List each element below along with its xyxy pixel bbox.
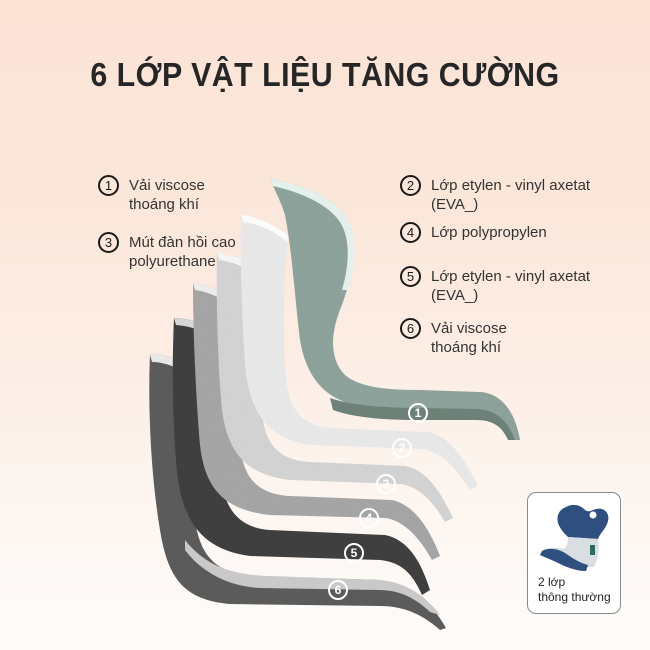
- layer-label-text: Vải viscose thoáng khí: [129, 177, 205, 213]
- layer-4-shape: [193, 283, 440, 560]
- layer-label-text: Vải viscose thoáng khí: [431, 320, 507, 356]
- layer-label-1: 1 Vải viscose thoáng khí: [98, 175, 205, 214]
- layer-number-badge: 6: [400, 318, 421, 339]
- layer-1-shape: [270, 178, 520, 440]
- layer-number-badge: 2: [400, 175, 421, 196]
- layer-label-5: 5 Lớp etylen - vinyl axetat (EVA_): [400, 266, 591, 305]
- comparison-thumbnail: 2 lớp thông thường: [527, 492, 621, 614]
- layer-badge-5: 5: [344, 543, 364, 563]
- layer-badge-2: 2: [392, 438, 412, 458]
- layer-number-badge: 1: [98, 175, 119, 196]
- two-layer-chair-icon: [540, 504, 609, 571]
- layer-badge-1: 1: [408, 403, 428, 423]
- layer-number-badge: 5: [400, 266, 421, 287]
- layer-2-shape: [240, 215, 478, 490]
- layer-badge-3: 3: [376, 474, 396, 494]
- page-title: 6 LỚP VẬT LIỆU TĂNG CƯỜNG: [90, 56, 560, 93]
- layer-badge-4: 4: [359, 508, 379, 528]
- layer-label-6: 6 Vải viscose thoáng khí: [400, 318, 507, 357]
- layer-label-text: Lớp polypropylen: [431, 224, 547, 241]
- layer-badge-6: 6: [328, 580, 348, 600]
- layer-label-2: 2 Lớp etylen - vinyl axetat (EVA_): [400, 175, 591, 214]
- layer-number-badge: 4: [400, 222, 421, 243]
- layer-3-shape: [216, 253, 453, 522]
- layer-number-badge: 3: [98, 232, 119, 253]
- layer-label-3: 3 Mút đàn hồi cao polyurethane: [98, 232, 236, 271]
- comparison-caption: 2 lớp thông thường: [538, 575, 611, 604]
- layer-label-text: Lớp etylen - vinyl axetat (EVA_): [431, 268, 591, 304]
- layer-label-4: 4 Lớp polypropylen: [400, 222, 547, 243]
- layer-label-text: Lớp etylen - vinyl axetat (EVA_): [431, 177, 591, 213]
- layer-label-text: Mút đàn hồi cao polyurethane: [129, 234, 236, 270]
